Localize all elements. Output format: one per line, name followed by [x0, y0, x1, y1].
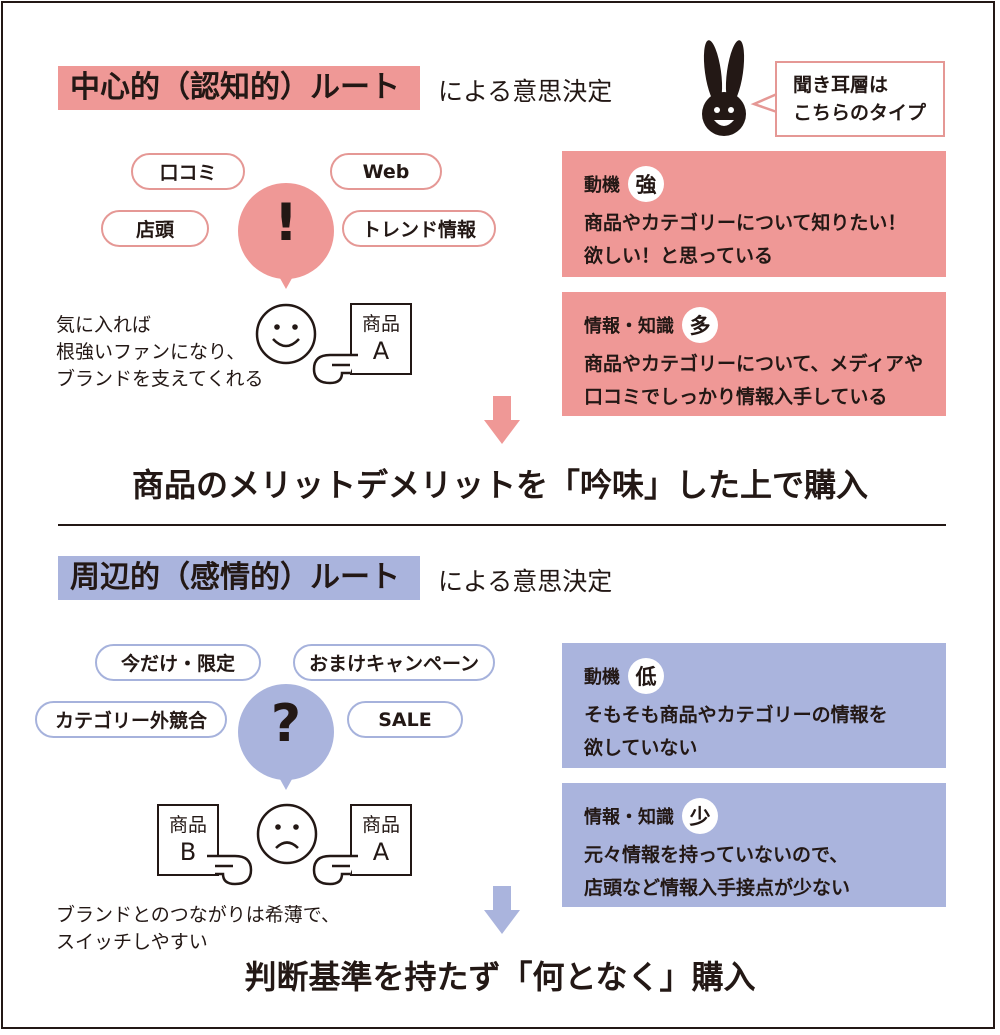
callout-line-1: 聞き耳層は [793, 74, 889, 96]
motive-head: 動機 低 [584, 657, 924, 695]
knowledge-line-2: 口コミでしっかり情報入手している [584, 386, 888, 408]
side-line-1: 気に入れば [56, 314, 152, 336]
knowledge-head: 情報・知識 多 [584, 306, 924, 344]
motive-strong-box: 動機 強 商品やカテゴリーについて知りたい！ 欲しい！と思っている [562, 151, 946, 277]
knowledge-line-2: 店頭など情報入手接点が少ない [584, 877, 851, 899]
central-route-result: 商品のメリットデメリットを「吟味」した上で購入 [131, 466, 868, 504]
product-a-box: 商品 A [350, 303, 412, 375]
pill-bonus-campaign: おまけキャンペーン [293, 644, 495, 681]
knowledge-line-1: 元々情報を持っていないので、 [584, 844, 849, 866]
knowledge-text: 商品やカテゴリーについて、メディアや 口コミでしっかり情報入手している [584, 348, 924, 414]
side-line-3: ブランドを支えてくれる [56, 368, 264, 390]
pill-trend-info: トレンド情報 [342, 210, 496, 247]
frown-face-icon [256, 803, 318, 865]
motive-low-box: 動機 低 そもそも商品やカテゴリーの情報を 欲していない [562, 643, 946, 768]
down-arrow-icon [484, 886, 520, 934]
motive-badge: 強 [628, 166, 664, 202]
product-letter: B [179, 838, 197, 866]
section-divider [58, 524, 946, 526]
side-line-2: スイッチしやすい [56, 931, 208, 953]
knowledge-head: 情報・知識 少 [584, 797, 924, 835]
question-bubble [238, 684, 334, 790]
knowledge-text: 元々情報を持っていないので、 店頭など情報入手接点が少ない [584, 839, 924, 905]
pill-store-front: 店頭 [101, 210, 209, 247]
pill-web: Web [330, 153, 442, 190]
knowledge-line-1: 商品やカテゴリーについて、メディアや [584, 353, 924, 375]
central-route-subtitle: による意思決定 [438, 77, 613, 106]
knowledge-label: 情報・知識 [584, 807, 674, 828]
exclamation-bubble [238, 183, 334, 289]
motive-line-1: 商品やカテゴリーについて知りたい！ [584, 212, 907, 234]
pill-limited-time: 今だけ・限定 [95, 644, 261, 681]
product-letter: A [372, 838, 390, 866]
bubble-mark-exclamation: ! [274, 193, 298, 253]
pill-out-of-category: カテゴリー外競合 [35, 701, 227, 738]
motive-label: 動機 [584, 667, 620, 688]
product-label: 商品 [361, 814, 400, 836]
motive-line-1: そもそも商品やカテゴリーの情報を [584, 704, 888, 726]
product-b-box: 商品 B [157, 804, 219, 876]
pointing-hand-icon [207, 854, 253, 886]
speech-tail [750, 92, 778, 114]
pill-word-of-mouth: 口コミ [131, 153, 245, 190]
motive-label: 動機 [584, 175, 620, 196]
central-route-title: 中心的（認知的）ルート [58, 66, 420, 110]
knowledge-badge: 少 [682, 798, 718, 834]
motive-head: 動機 強 [584, 165, 924, 203]
peripheral-route-result: 判断基準を持たず「何となく」購入 [244, 958, 756, 996]
pill-sale: SALE [347, 701, 463, 738]
motive-line-2: 欲していない [584, 737, 698, 759]
down-arrow-icon [484, 396, 520, 444]
motive-text: 商品やカテゴリーについて知りたい！ 欲しい！と思っている [584, 207, 924, 273]
knowledge-label: 情報・知識 [584, 316, 674, 337]
knowledge-much-box: 情報・知識 多 商品やカテゴリーについて、メディアや 口コミでしっかり情報入手し… [562, 292, 946, 416]
pointing-hand-icon [312, 353, 358, 385]
pointing-hand-icon [312, 854, 358, 886]
rabbit-icon [702, 40, 746, 136]
callout-line-2: こちらのタイプ [793, 102, 927, 124]
peripheral-route-subtitle: による意思決定 [438, 567, 613, 596]
side-line-1: ブランドとのつながりは希薄で、 [56, 904, 341, 926]
product-a-box: 商品 A [350, 804, 412, 876]
callout-box: 聞き耳層は こちらのタイプ [775, 61, 945, 137]
product-label: 商品 [361, 313, 400, 335]
knowledge-badge: 多 [682, 307, 718, 343]
bottom-side-note: ブランドとのつながりは希薄で、 スイッチしやすい [56, 902, 340, 956]
product-letter: A [372, 337, 390, 365]
bubble-mark-question: ? [270, 694, 302, 754]
smiley-face-icon [255, 303, 317, 365]
peripheral-route-title: 周辺的（感情的）ルート [58, 556, 420, 600]
knowledge-little-box: 情報・知識 少 元々情報を持っていないので、 店頭など情報入手接点が少ない [562, 783, 946, 907]
side-line-2: 根強いファンになり、 [56, 341, 246, 363]
motive-line-2: 欲しい！と思っている [584, 245, 774, 267]
motive-text: そもそも商品やカテゴリーの情報を 欲していない [584, 699, 924, 765]
motive-badge: 低 [628, 658, 664, 694]
top-side-note: 気に入れば 根強いファンになり、 ブランドを支えてくれる [56, 312, 263, 393]
product-label: 商品 [168, 814, 207, 836]
